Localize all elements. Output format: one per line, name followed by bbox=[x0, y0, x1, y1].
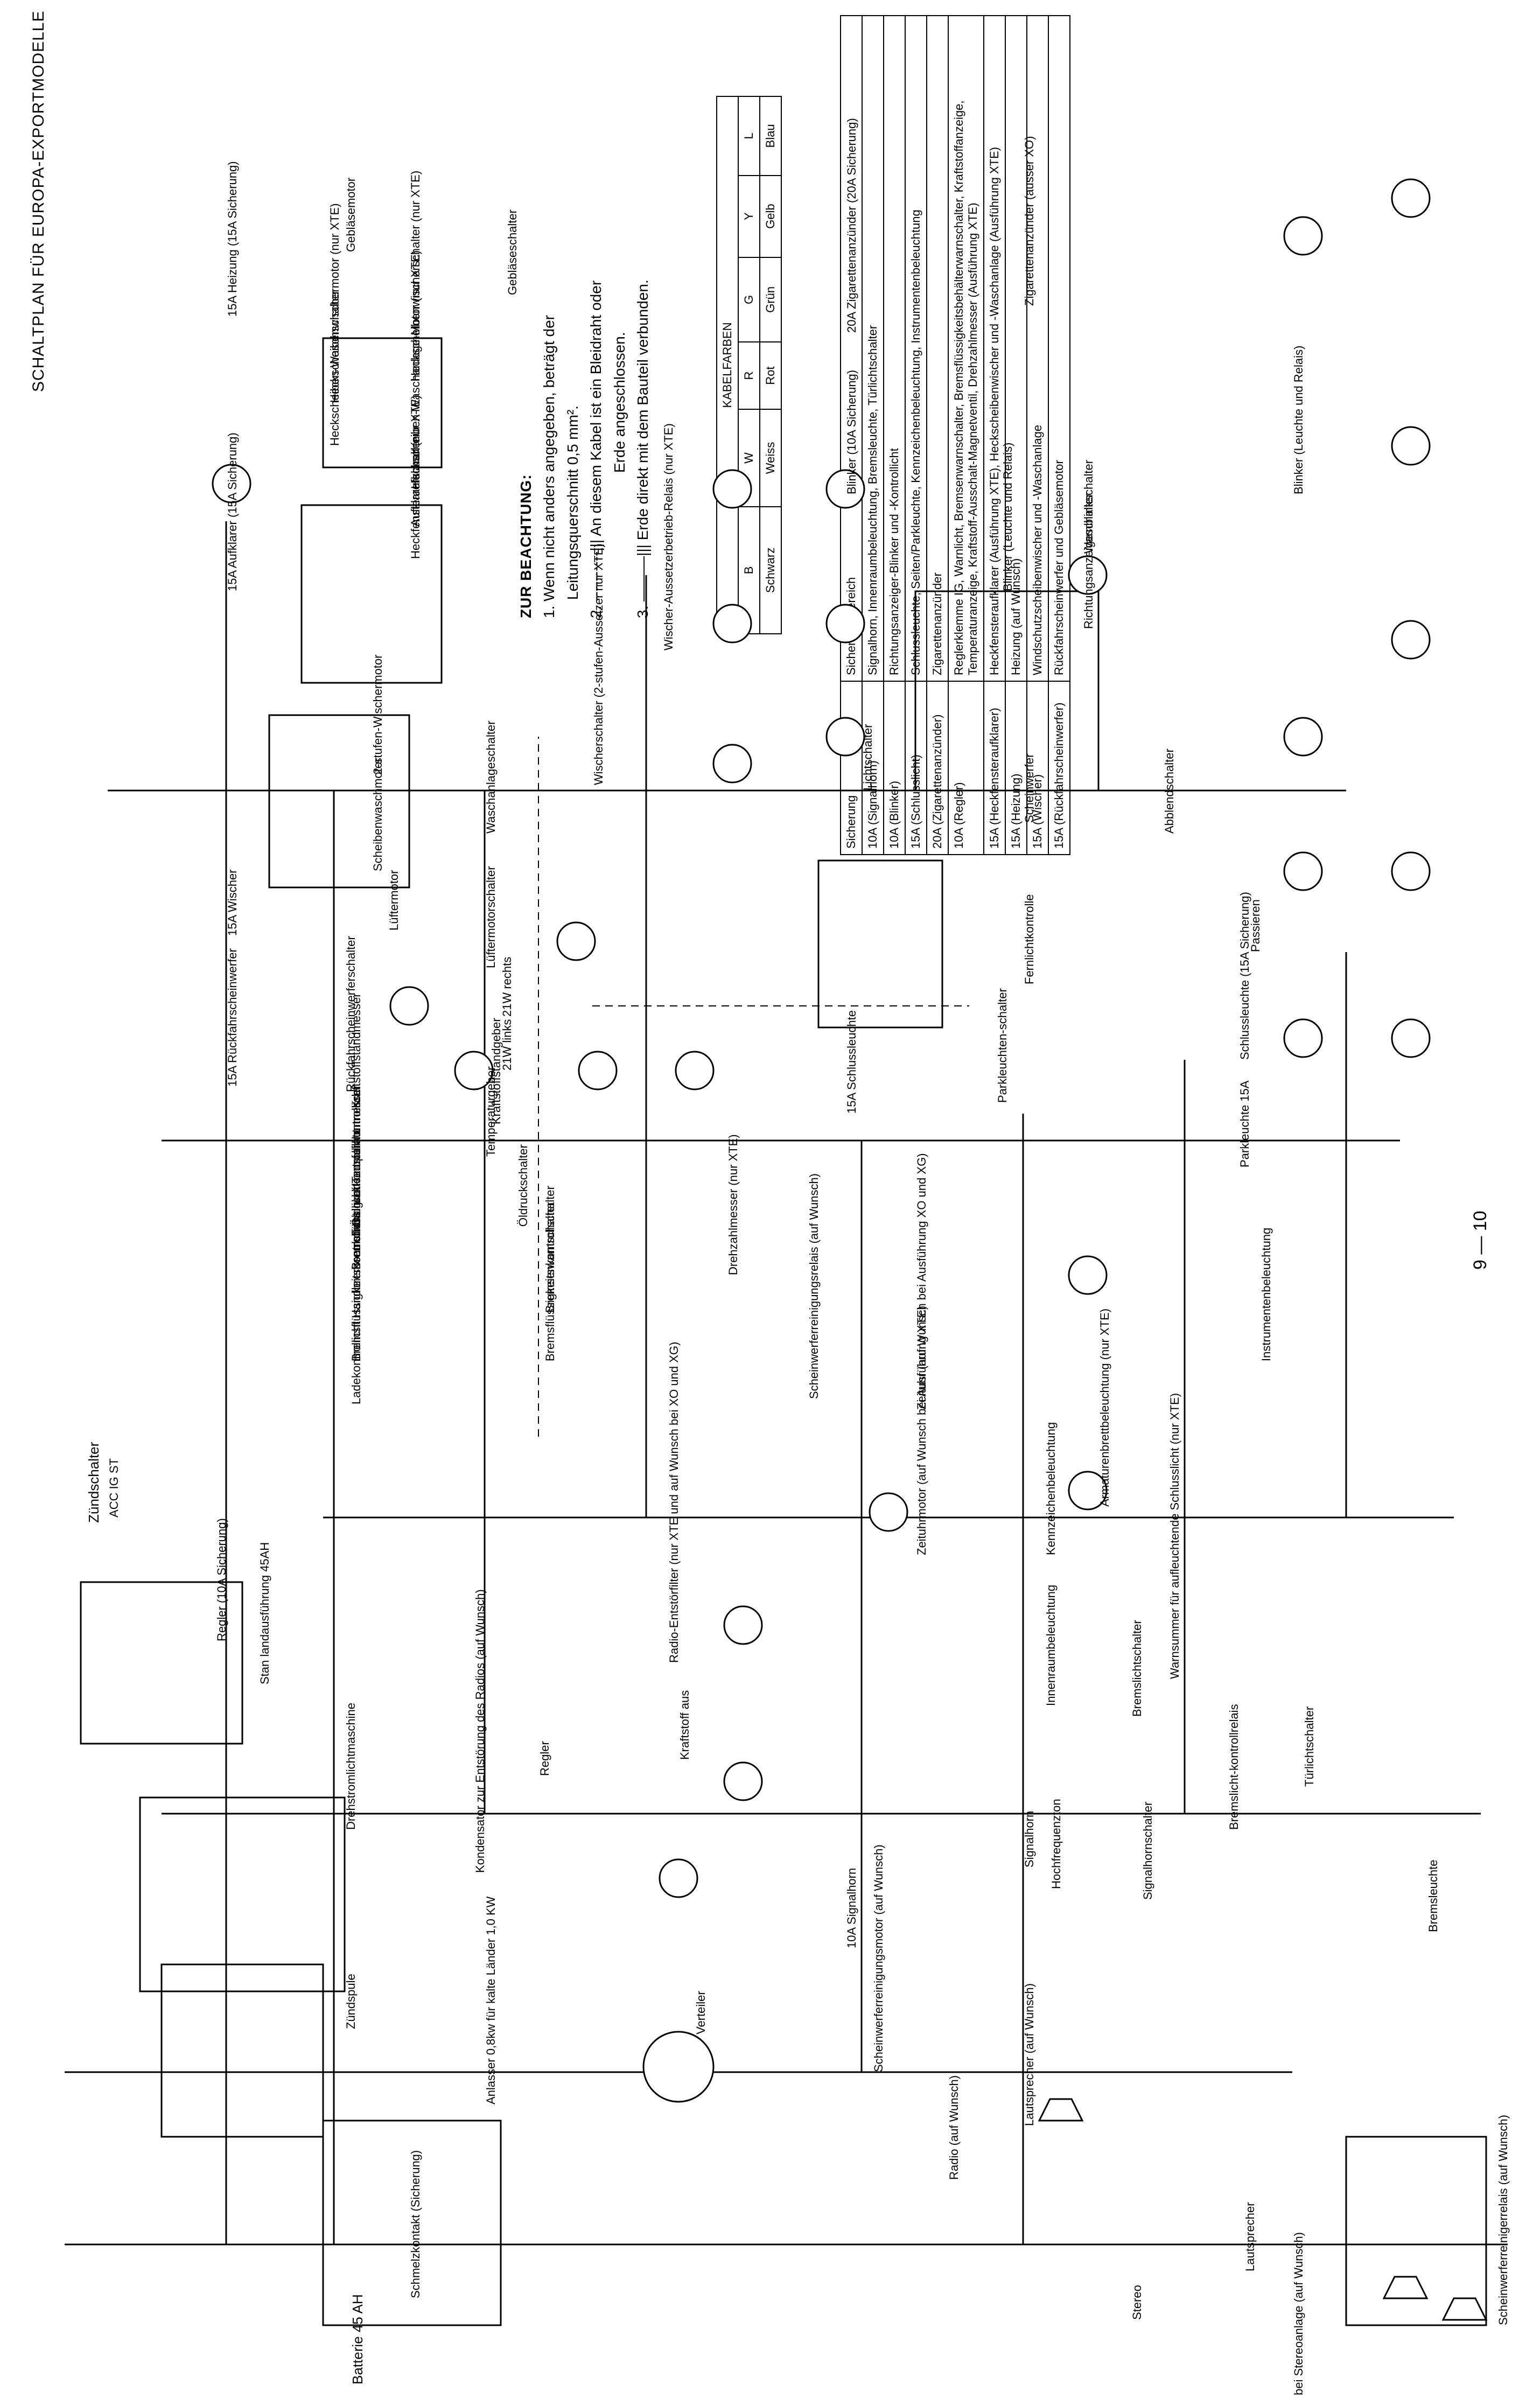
label-heck-wischermotor: Heckscheibenwischermotor (nur XTE) bbox=[328, 203, 341, 403]
label-geblaeseschalter: Gebläseschalter bbox=[506, 209, 519, 295]
label-armaturenbel: Armaturenbrettbeleuchtung (nur XTE) bbox=[1098, 1308, 1111, 1507]
label-scheinwerfer-relais: Scheinwerferreinigungsrelais (auf Wunsch… bbox=[807, 1173, 821, 1399]
label-wischerschalter: Wischerschalter (2-stufen-Aussetzer nur … bbox=[592, 543, 605, 785]
label-lichtschalter: Lichtschalter bbox=[861, 724, 874, 791]
label-schmelzkontakt: Schmelzkontakt (Sicherung) bbox=[409, 2150, 422, 2298]
label-stan: Stan landausführung 45AH bbox=[258, 1542, 271, 1684]
label-scheinwerfer: Scheinwerfer bbox=[1023, 753, 1036, 823]
label-zig: Zigarettenanzünder (ausser XO) bbox=[1023, 136, 1036, 306]
label-zs-positions: ACC IG ST bbox=[107, 1458, 121, 1517]
label-instrumentenbel: Instrumentenbeleuchtung bbox=[1259, 1227, 1273, 1361]
label-scheinwerfer-motor: Scheinwerferreinigungsmotor (auf Wunsch) bbox=[872, 1844, 885, 2072]
label-rueckfahr-schalter: Rückfahrscheinwerferschalter bbox=[344, 936, 358, 1092]
label-blinker-leuchte: Blinker (Leuchte und Relais) bbox=[1292, 345, 1305, 494]
label-geblaesemotor: Gebläsemotor bbox=[344, 177, 358, 252]
label-aufklarer-fuse: 15A Aufklarer (15A Sicherung) bbox=[226, 432, 239, 591]
label-drehzahlmesser: Drehzahlmesser (nur XTE) bbox=[726, 1134, 740, 1275]
label-signalhorn-fuse: 10A Signalhorn bbox=[845, 1868, 858, 1948]
label-heizung-fuse: 15A Heizung (15A Sicherung) bbox=[226, 161, 239, 317]
label-radio: Radio (auf Wunsch) bbox=[947, 2075, 961, 2180]
label-wischermotor: 2-stufen-Wischermotor bbox=[371, 654, 384, 774]
label-regler-fuse: Regler (10A Sicherung) bbox=[215, 1518, 228, 1641]
label-schlussleuchte: Schlussleuchte (15A Sicherung) bbox=[1238, 892, 1251, 1060]
label-stereo-unit: Stereo bbox=[1130, 2285, 1144, 2320]
label-scheinwerfer-rel2: Scheinwerferreinigerrelais (auf Wunsch) bbox=[1496, 2115, 1510, 2325]
label-regler: Regler bbox=[538, 1741, 551, 1776]
label-bremslichtschalter: Bremslichtschalter bbox=[1130, 1620, 1144, 1717]
label-verteiler: Verteiler bbox=[694, 1991, 708, 2034]
label-warnsummer: Warnsummer für aufleuchtende Schlusslich… bbox=[1168, 1393, 1181, 1679]
label-zig-fuse: 20A Zigarettenanzünder (20A Sicherung) bbox=[845, 118, 858, 333]
label-waschanlageschalter: Waschanlageschalter bbox=[484, 721, 498, 834]
label-parkleuchte: Parkleuchte 15A bbox=[1238, 1080, 1251, 1167]
page-number: 9 — 10 bbox=[1470, 1211, 1490, 1270]
label-wischer-fuse: 15A Wischer bbox=[226, 869, 239, 936]
label-zuendschalter: Zündschalter bbox=[86, 1442, 102, 1523]
label-drehstrom: Drehstromlichtmaschine bbox=[344, 1703, 358, 1830]
label-kondensator: Kondensator zur Entstörung des Radios (a… bbox=[473, 1589, 487, 1873]
label-radio-entstoer: Radio-Entstörfilter (nur XTE und auf Wun… bbox=[667, 1341, 681, 1663]
label-lueftermotorschalter: Lüftermotorschalter bbox=[484, 866, 498, 968]
label-scheibenwaschmotor: Scheibenwaschmotor bbox=[371, 758, 384, 871]
label-signalhornschalter: Signalhornschalter bbox=[1141, 1801, 1154, 1900]
label-zeituhrmotor: Zeituhrmotor (auf Wunsch bei Ausführung … bbox=[915, 1305, 928, 1555]
label-fernlicht: Fernlichtkontrolle bbox=[1023, 894, 1036, 984]
label-lueftermotor: Lüftermotor bbox=[387, 870, 401, 931]
label-parkschalter: Parkleuchten-schalter bbox=[996, 988, 1009, 1103]
label-rueckfahr-links: 21W links bbox=[500, 1019, 514, 1071]
label-rueckfahr-fuse: 15A Rückfahrscheinwerfer bbox=[226, 948, 239, 1087]
label-tuerlicht: Türlichtschalter bbox=[1303, 1706, 1316, 1787]
label-kennzeichen: Kennzeichenbeleuchtung bbox=[1044, 1422, 1058, 1555]
label-abblendschalter: Abblendschalter bbox=[1163, 749, 1176, 834]
label-bremsleuchte: Bremsleuchte bbox=[1426, 1859, 1440, 1932]
label-bremslicht-kontroll: Bremslicht-kontrollrelais bbox=[1227, 1704, 1241, 1830]
label-innenraum: Innenraumbeleuchtung bbox=[1044, 1584, 1058, 1706]
label-rueckfahr-rechts: 21W rechts bbox=[500, 956, 514, 1017]
label-schlussleuchte-fuse: 15A Schlussleuchte bbox=[845, 1010, 858, 1114]
label-anlasser: Anlasser 0,8kw für kalte Länder 1,0 KW bbox=[484, 1896, 498, 2104]
label-oeldruckschalter: Öldruckschalter bbox=[516, 1144, 530, 1227]
label-stereo: bei Stereoanlage (auf Wunsch) bbox=[1292, 2232, 1305, 2395]
label-aussetzer-relais: Wischer-Aussetzerbetrieb-Relais (nur XTE… bbox=[662, 423, 675, 651]
label-blinker-fuse: Blinker (10A Sicherung) bbox=[845, 369, 858, 494]
label-zuendspule: Zündspule bbox=[344, 1974, 358, 2029]
label-hochfrequenz: Hochfrequenzton bbox=[1049, 1799, 1063, 1889]
label-lautsprecher-2: Lautsprecher bbox=[1243, 2202, 1257, 2271]
label-blinker-relais: Blinker (Leuchte und Relais) bbox=[1001, 442, 1014, 591]
label-kraftstoff-aus: Kraftstoff aus bbox=[678, 1690, 691, 1760]
label-heck-wischerschalter: Heckscheibenwischerschalter (nur XTE) bbox=[409, 170, 422, 381]
label-batterie: Batterie 45 AH bbox=[349, 2294, 366, 2384]
label-signalhorn: Signalhorn bbox=[1023, 1810, 1036, 1868]
label-richtungsanzeiger: Richtungsanzeigeschalter bbox=[1082, 493, 1095, 629]
label-lautsprecher: Lautsprecher (auf Wunsch) bbox=[1023, 1983, 1036, 2126]
label-handbremse-schalter: Bremsenkontrollschalter bbox=[543, 1186, 557, 1313]
